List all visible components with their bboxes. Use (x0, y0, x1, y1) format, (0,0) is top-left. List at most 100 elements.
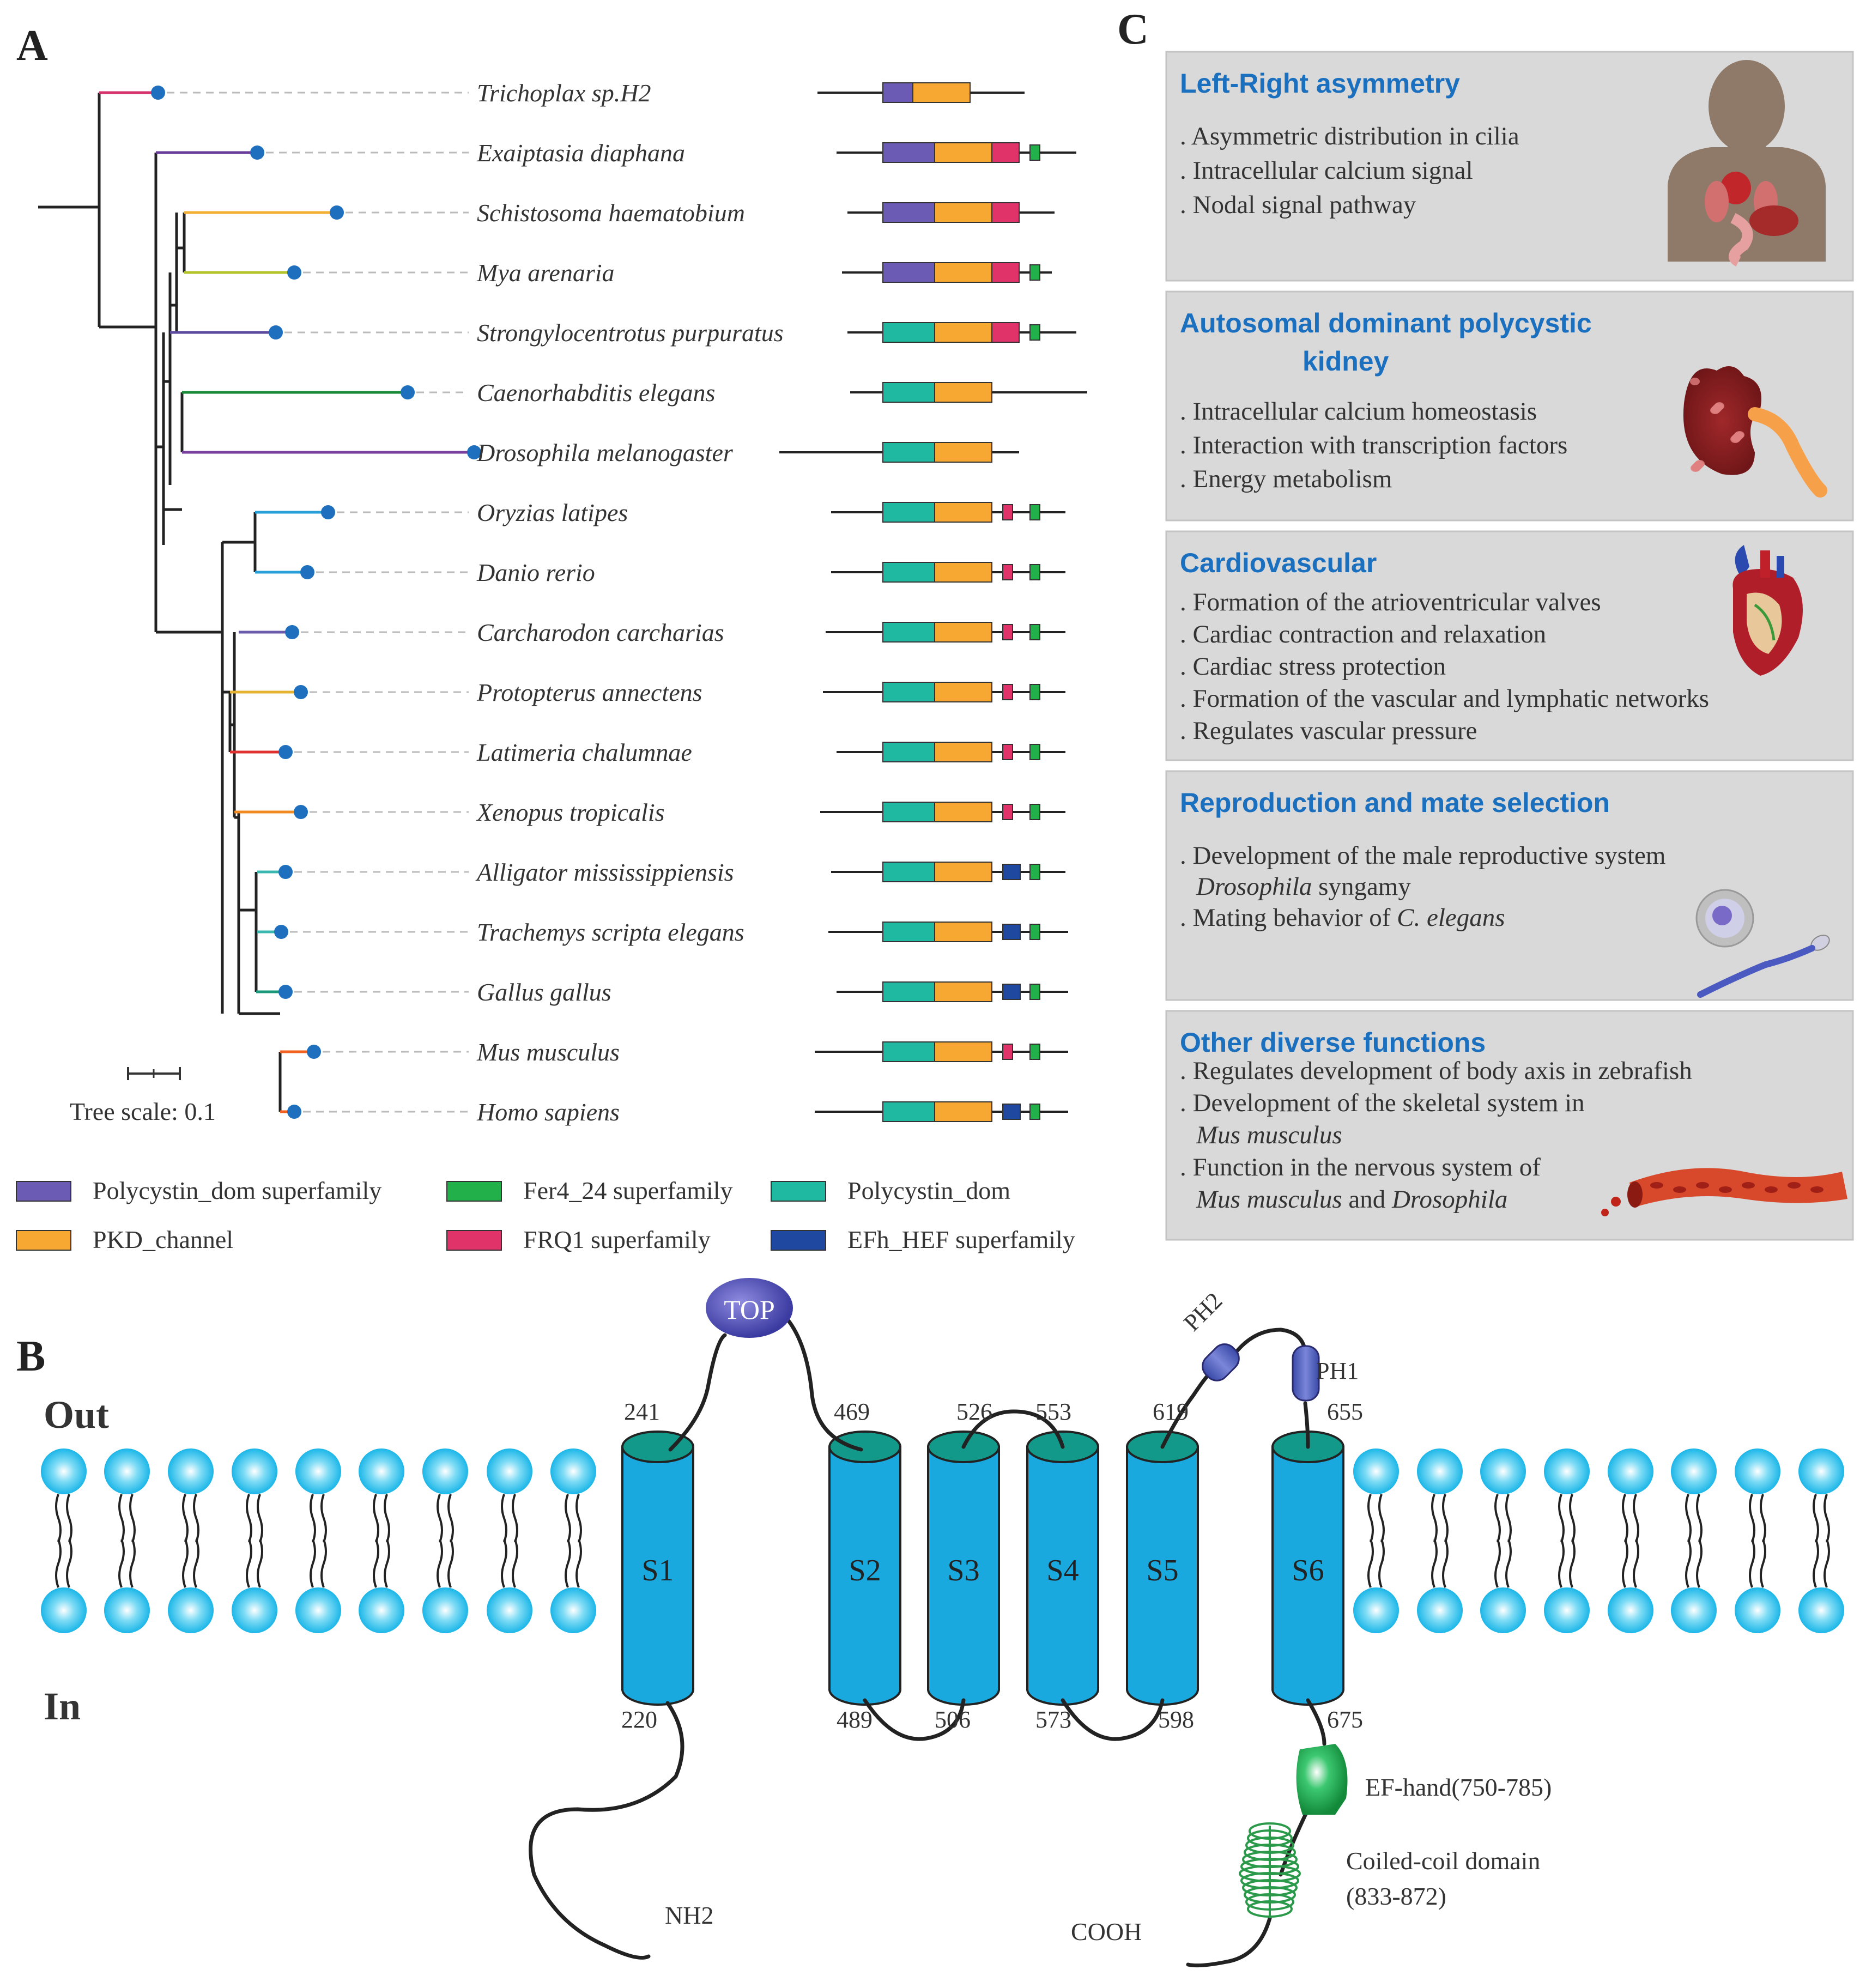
lipid-molecule (104, 1448, 150, 1633)
domain-block (934, 202, 992, 223)
domain-block (1002, 684, 1013, 700)
tip-node (151, 86, 165, 100)
domain-block (1002, 1104, 1021, 1120)
transmembrane-helix: S2 (828, 1431, 901, 1706)
transmembrane-helix: S1 (621, 1431, 694, 1706)
domain-block (934, 742, 992, 762)
residue-number: 655 (1327, 1398, 1363, 1425)
domain-block (882, 142, 935, 163)
panel-title: Other diverse functions (1180, 1027, 1486, 1058)
domain-map (826, 622, 1065, 643)
ph1-label: PH1 (1316, 1357, 1359, 1384)
tree-scale-bar (127, 1067, 181, 1080)
domain-block (1029, 684, 1040, 700)
top-domain: TOP (706, 1278, 793, 1338)
domain-block (912, 82, 971, 103)
domain-map (837, 981, 1068, 1002)
domain-block (882, 442, 935, 463)
domain-block (1029, 564, 1040, 580)
tip-node (274, 925, 288, 939)
residue-number: 675 (1327, 1706, 1363, 1733)
residue-number: 619 (1153, 1398, 1189, 1425)
tip-node (294, 805, 308, 819)
domain-block (991, 142, 1020, 163)
domain-map (837, 742, 1065, 762)
legend-label: Fer4_24 superfamily (523, 1177, 733, 1204)
domain-block (1002, 564, 1013, 580)
panel-label-c: C (1117, 5, 1149, 53)
domain-block (882, 82, 913, 103)
lipid-molecule (41, 1448, 87, 1633)
domain-block (934, 502, 992, 523)
species-label: Gallus gallus (477, 978, 611, 1006)
polycystic-kidney-icon (1683, 366, 1827, 498)
species-label: Schistosoma haematobium (477, 199, 745, 227)
species-label: Protopterus annectens (476, 678, 702, 706)
panel-bullet: Drosophila syngamy (1196, 872, 1411, 901)
pore-helix-2 (1202, 1343, 1240, 1381)
panel-title: Autosomal dominant polycystic (1180, 308, 1592, 338)
panel-bullet: . Development of the skeletal system in (1180, 1089, 1585, 1117)
species-label: Strongylocentrotus purpuratus (477, 319, 784, 347)
panel-bullet: . Function in the nervous system of (1180, 1153, 1541, 1181)
domain-block (934, 1041, 992, 1062)
species-label: Mus musculus (476, 1038, 620, 1066)
phylogenetic-tree (38, 86, 483, 1119)
panel-bullet: . Formation of the vascular and lymphati… (1180, 684, 1709, 713)
tip-node (300, 565, 314, 579)
domain-block (1029, 144, 1040, 161)
human-torso-organs-icon (1668, 60, 1826, 266)
panel-bullet: . Nodal signal pathway (1180, 191, 1416, 219)
domain-block (882, 202, 935, 223)
domain-block (1029, 924, 1040, 940)
domain-map (820, 802, 1065, 822)
extracellular-loop (777, 1308, 863, 1452)
species-label: Mya arenaria (476, 259, 615, 287)
domain-block (1002, 1044, 1013, 1060)
panel-bullet: . Intracellular calcium homeostasis (1180, 397, 1537, 426)
domain-map (828, 922, 1068, 942)
out-label: Out (44, 1393, 109, 1437)
domain-block (1002, 744, 1013, 760)
species-label: Trachemys scripta elegans (477, 918, 744, 946)
lipid-molecule (1417, 1448, 1463, 1633)
domain-block (1029, 744, 1040, 760)
domain-block (882, 981, 935, 1002)
domain-block (934, 682, 992, 702)
coiled-coil-range: (833-872) (1346, 1882, 1446, 1910)
domain-map (847, 322, 1076, 343)
panel-bullet: Mus musculus and Drosophila (1196, 1185, 1507, 1214)
tip-node (250, 146, 264, 160)
residue-number: 598 (1158, 1706, 1194, 1733)
lipid-molecule (1544, 1448, 1590, 1633)
domain-block (1002, 984, 1021, 1000)
panel-title: Cardiovascular (1180, 548, 1377, 578)
residue-number: 489 (837, 1706, 873, 1733)
legend-swatch (771, 1230, 826, 1251)
lipid-molecule (359, 1448, 404, 1633)
helix-label: S4 (1046, 1554, 1079, 1587)
intracellular-loop (1061, 1698, 1165, 1741)
helix-label: S5 (1146, 1554, 1178, 1587)
domain-map (817, 82, 1025, 103)
domain-block (934, 1101, 992, 1122)
ph2-label: PH2 (1178, 1287, 1227, 1336)
tip-node (269, 325, 283, 340)
domain-block (882, 322, 935, 343)
legend-label: Polycystin_dom (847, 1177, 1010, 1204)
legend-label: PKD_channel (93, 1226, 233, 1253)
domain-block (934, 142, 992, 163)
lipid-molecule (295, 1448, 341, 1633)
residue-number: 526 (956, 1398, 992, 1425)
heart-icon (1732, 545, 1803, 676)
blood-vessel-icon (1601, 1168, 1847, 1216)
panel-label-b: B (16, 1332, 45, 1380)
panel-bullet: . Development of the male reproductive s… (1180, 841, 1665, 870)
species-label: Xenopus tropicalis (476, 798, 665, 826)
residue-number: 553 (1035, 1398, 1071, 1425)
domain-block (882, 562, 935, 583)
extracellular-loop (1232, 1328, 1307, 1356)
function-panel: Reproduction and mate selection. Develop… (1165, 770, 1854, 1001)
lipid-molecule (1798, 1448, 1844, 1633)
